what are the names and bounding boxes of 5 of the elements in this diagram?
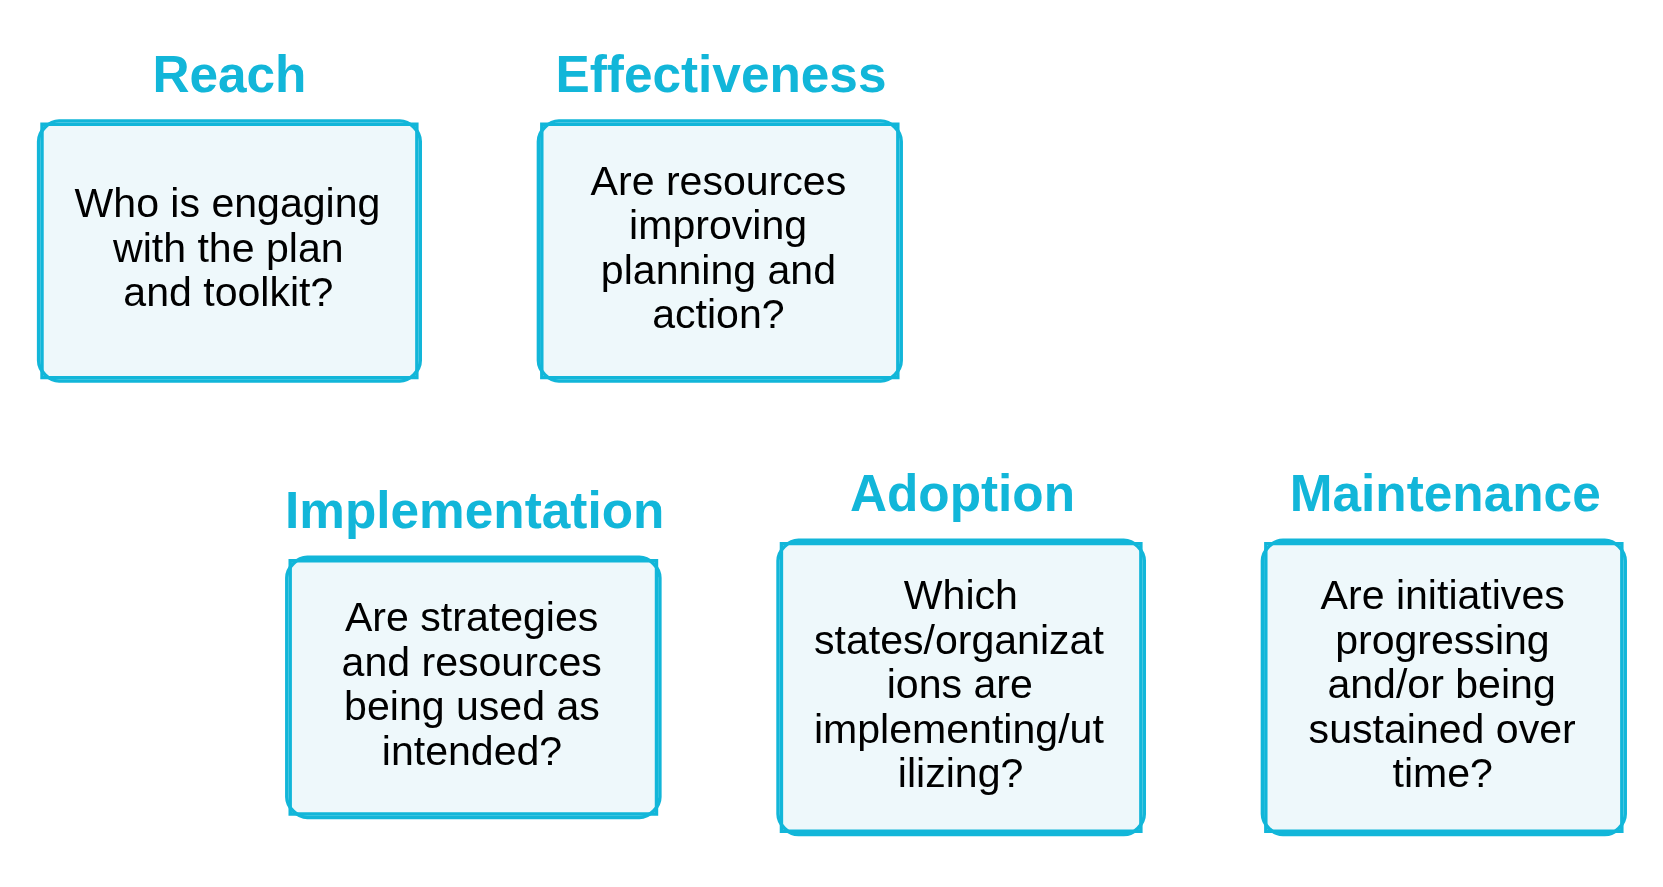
node-label: Adoption	[849, 465, 1076, 523]
node-label: Effectiveness	[555, 45, 887, 103]
node-label: Maintenance	[1289, 465, 1601, 523]
node-label: Implementation	[285, 482, 665, 540]
node-label: Reach	[152, 45, 307, 103]
